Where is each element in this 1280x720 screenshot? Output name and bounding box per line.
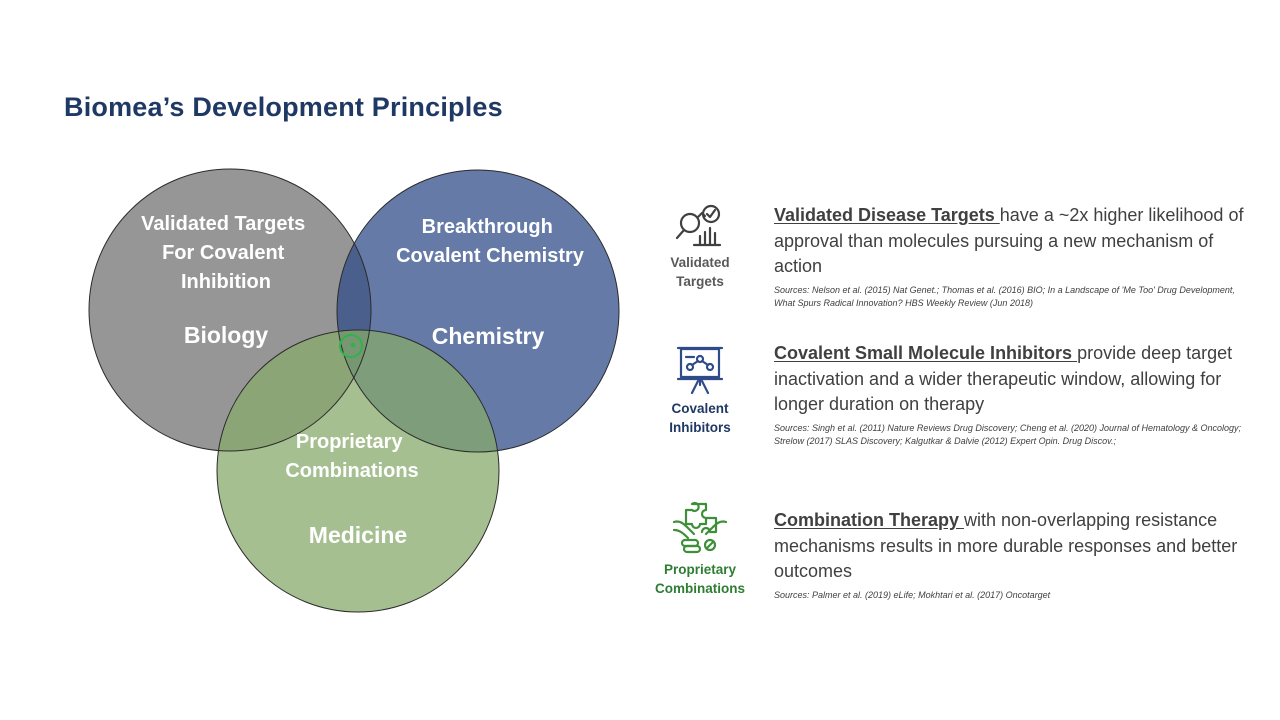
medicine-heading: Proprietary Combinations [285, 431, 418, 482]
highlight-covalent-small-molecule-inhibitors: Covalent Small Molecule Inhibitors [774, 343, 1078, 363]
biology-label: Biology [184, 322, 269, 348]
principle-description: Validated Disease Targets have a ~2x hig… [774, 205, 1244, 276]
chemistry-label: Chemistry [432, 323, 545, 349]
presentation-board-molecule-icon [676, 346, 724, 395]
target-icon [339, 334, 363, 358]
medicine-circle [217, 330, 499, 612]
icon-label-validated-targets: Validated Targets [670, 255, 730, 289]
icon-label-covalent-inhibitors: Covalent Inhibitors [669, 401, 731, 435]
highlight-combination-therapy: Combination Therapy [774, 510, 965, 530]
puzzle-hands-pills-icon [672, 501, 728, 554]
venn-diagram: Validated Targets For Covalent Inhibitio… [88, 168, 620, 613]
highlight-validated-disease-targets: Validated Disease Targets [774, 205, 1000, 225]
sources-text: Sources: Palmer et al. (2019) eLife; Mok… [774, 589, 1051, 600]
icon-label-proprietary-combinations: Proprietary Combinations [655, 562, 745, 596]
medicine-label: Medicine [309, 522, 407, 548]
magnifier-checkmark-chart-icon [675, 204, 722, 247]
sources-text: Sources: Nelson et al. (2015) Nat Genet.… [774, 284, 1235, 308]
page-title: Biomea’s Development Principles [64, 92, 503, 122]
chemistry-heading: Breakthrough Covalent Chemistry [396, 216, 585, 267]
biology-heading: Validated Targets For Covalent Inhibitio… [141, 213, 311, 293]
sources-text: Sources: Singh et al. (2011) Nature Revi… [774, 422, 1242, 446]
principle-description: Combination Therapy with non-overlapping… [774, 510, 1238, 581]
principle-description: Covalent Small Molecule Inhibitors provi… [774, 343, 1233, 414]
